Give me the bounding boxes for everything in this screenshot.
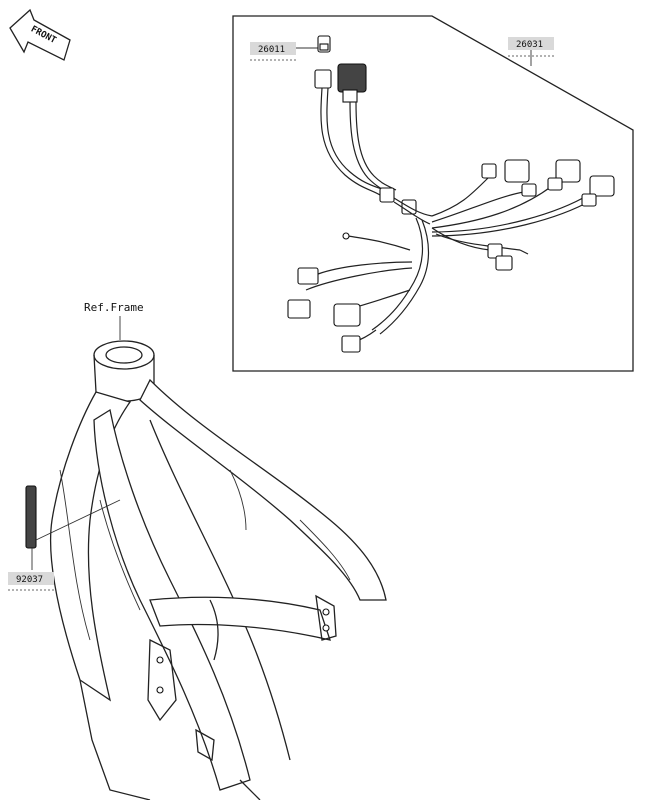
front-arrow-badge: FRONT — [9, 8, 71, 61]
junction-connector — [379, 187, 395, 203]
plug-left-1 — [297, 267, 319, 285]
motorcycle-frame — [49, 340, 387, 800]
band-clamp-92037 — [25, 485, 121, 570]
plug-left-3 — [333, 303, 361, 327]
plug-left-2 — [287, 299, 311, 319]
plug-top-left — [314, 69, 332, 89]
wiring-harness — [287, 63, 615, 353]
label-26011-text: 26011 — [258, 45, 285, 55]
plug-top-main-base — [342, 89, 358, 103]
connector-26011 — [317, 35, 331, 53]
plug-lower-right — [495, 255, 513, 271]
plug-right-3 — [555, 159, 581, 183]
plug-top-main — [337, 63, 367, 93]
label-26031-text: 26031 — [516, 40, 543, 50]
ref-frame-label: Ref.Frame — [84, 301, 144, 314]
plug-bottom — [341, 335, 361, 353]
label-26031: 26031 — [508, 37, 554, 66]
label-92037-text: 92037 — [16, 575, 43, 585]
label-92037: 92037 — [8, 572, 54, 591]
plug-right-4 — [589, 175, 615, 197]
plug-right-2 — [504, 159, 530, 183]
kit-box-outline — [232, 15, 634, 372]
plug-right-1 — [481, 163, 497, 179]
front-label: FRONT — [29, 24, 58, 46]
label-26011: 26011 — [250, 42, 318, 61]
